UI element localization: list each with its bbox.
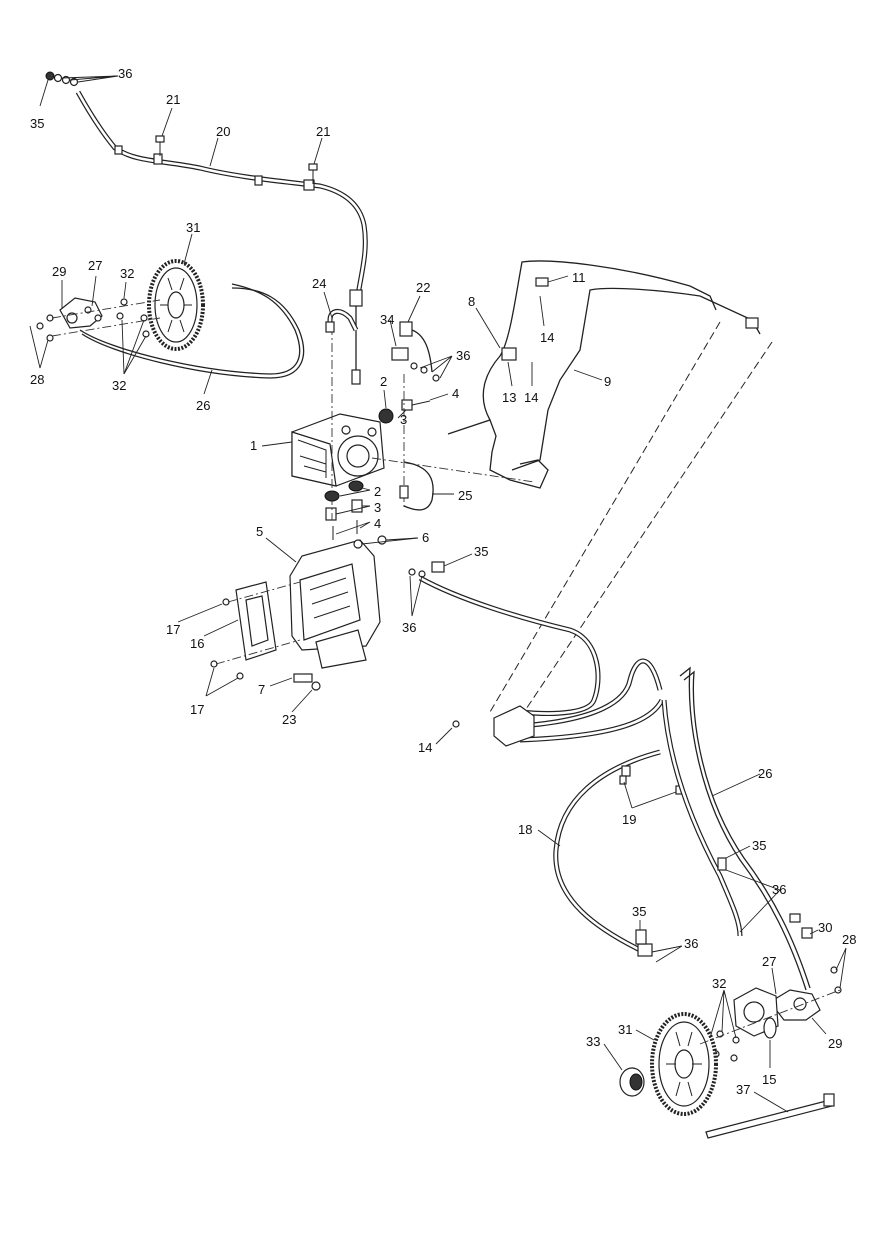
rear-tone-ring-31 (650, 1012, 718, 1116)
callout-27: 27 (762, 954, 776, 969)
callout-19: 19 (622, 812, 636, 827)
callout-4: 4 (452, 386, 459, 401)
callout-14: 14 (524, 390, 538, 405)
callout-2: 2 (380, 374, 387, 389)
rear-hose-to-caliper (661, 699, 743, 937)
bolt-21-right (308, 163, 318, 184)
callout-labels: 36 35 21 20 21 31 29 27 32 28 32 26 24 2… (30, 66, 856, 1097)
junction-block (452, 705, 535, 747)
front-tone-ring-31 (147, 259, 205, 351)
banjo-bolt-35-right (717, 857, 727, 871)
brake-line-22 (399, 321, 433, 373)
banjo-bolt-35-lower (635, 929, 647, 945)
callout-36: 36 (118, 66, 132, 81)
callout-33: 33 (586, 1034, 600, 1049)
callout-15: 15 (762, 1072, 776, 1087)
leader-lines (29, 75, 847, 1113)
callout-36: 36 (772, 882, 786, 897)
brake-line-9 (511, 287, 761, 471)
brake-line-8 (447, 260, 717, 489)
rear-brake-hose-main (418, 575, 665, 743)
bolt-21-left (155, 135, 165, 156)
callout-16: 16 (190, 636, 204, 651)
callout-36: 36 (402, 620, 416, 635)
bolt-30 (789, 913, 813, 939)
front-sensor-wire-26 (79, 283, 305, 379)
screws-17 (210, 598, 244, 680)
callout-32: 32 (712, 976, 726, 991)
callout-32: 32 (120, 266, 134, 281)
callout-17: 17 (166, 622, 180, 637)
bushings-3-bottom (325, 499, 363, 521)
callout-6: 6 (422, 530, 429, 545)
callout-26: 26 (758, 766, 772, 781)
callout-1: 1 (250, 438, 257, 453)
callout-23: 23 (282, 712, 296, 727)
callout-14: 14 (540, 330, 554, 345)
callout-36: 36 (456, 348, 470, 363)
callout-34: 34 (380, 312, 394, 327)
callout-29: 29 (828, 1036, 842, 1051)
brake-line-25 (399, 461, 434, 511)
callout-18: 18 (518, 822, 532, 837)
rear-hose-18 (553, 749, 661, 957)
callout-35: 35 (752, 838, 766, 853)
callout-28: 28 (842, 932, 856, 947)
callout-25: 25 (458, 488, 472, 503)
callout-28: 28 (30, 372, 44, 387)
callout-4: 4 (374, 516, 381, 531)
pressure-switch-34 (391, 347, 440, 382)
callout-14: 14 (418, 740, 432, 755)
callout-35: 35 (474, 544, 488, 559)
guard-16 (235, 581, 277, 661)
rear-bolts-28 (830, 966, 842, 994)
callout-17: 17 (190, 702, 204, 717)
callout-3: 3 (374, 500, 381, 515)
spacer-33 (619, 1067, 645, 1097)
callout-21: 21 (166, 92, 180, 107)
banjo-bolt-35-top (45, 71, 79, 87)
callout-20: 20 (216, 124, 230, 139)
brake-line-24 (325, 309, 359, 333)
callout-36: 36 (684, 936, 698, 951)
callout-5: 5 (256, 524, 263, 539)
callout-3: 3 (400, 412, 407, 427)
callout-13: 13 (502, 390, 516, 405)
cable-tie-37 (705, 1093, 835, 1139)
callout-26: 26 (196, 398, 210, 413)
callout-32: 32 (112, 378, 126, 393)
callout-35: 35 (30, 116, 44, 131)
callout-7: 7 (258, 682, 265, 697)
callout-9: 9 (604, 374, 611, 389)
callout-31: 31 (618, 1022, 632, 1037)
callout-31: 31 (186, 220, 200, 235)
banjo-fitting-35-mid (408, 561, 445, 578)
grommet-2-top (378, 408, 394, 424)
front-bolts-32 (116, 298, 150, 338)
abs-bracket-5 (289, 539, 381, 669)
bolt-7 (293, 673, 313, 683)
front-brake-hose-20 (75, 90, 368, 385)
callout-24: 24 (312, 276, 326, 291)
abs-modulator-1 (291, 413, 385, 487)
nut-23 (311, 681, 321, 691)
callout-35: 35 (632, 904, 646, 919)
rear-sensor-bracket-15 (733, 987, 779, 1039)
callout-22: 22 (416, 280, 430, 295)
callout-11: 11 (572, 270, 586, 285)
callout-27: 27 (88, 258, 102, 273)
callout-29: 29 (52, 264, 66, 279)
callout-37: 37 (736, 1082, 750, 1097)
callout-21: 21 (316, 124, 330, 139)
bushing-3-top (401, 399, 431, 411)
callout-8: 8 (468, 294, 475, 309)
hose-clips-19 (619, 775, 683, 795)
callout-30: 30 (818, 920, 832, 935)
rear-sensor-wire-26 (679, 666, 811, 991)
bolts-4-bottom (332, 520, 358, 540)
callout-2: 2 (374, 484, 381, 499)
